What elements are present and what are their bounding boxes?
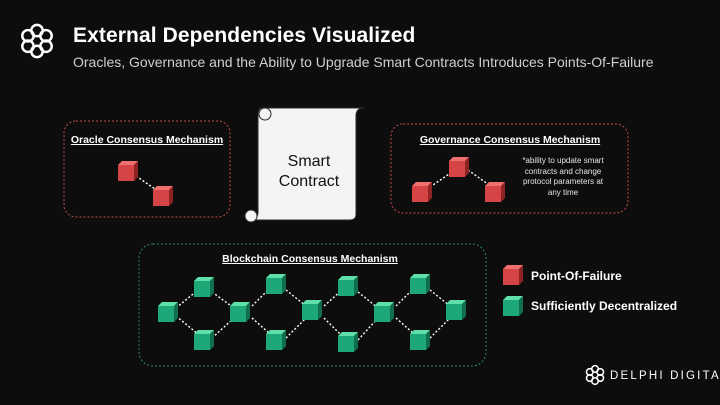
governance-node — [449, 157, 469, 177]
oracle-panel — [63, 120, 231, 218]
governance-node — [485, 182, 505, 202]
blockchain-node — [194, 330, 214, 350]
governance-panel — [390, 123, 629, 214]
blockchain-panel-title: Blockchain Consensus Mechanism — [222, 253, 398, 265]
blockchain-node — [338, 332, 358, 352]
blockchain-node — [338, 276, 358, 296]
oracle-panel-title: Oracle Consensus Mechanism — [70, 134, 224, 146]
blockchain-node — [266, 330, 286, 350]
governance-node — [412, 182, 432, 202]
legend-decentralized-swatch — [503, 296, 523, 316]
blockchain-node — [410, 274, 430, 294]
blockchain-node — [302, 300, 322, 320]
smart-contract-label: Smart Contract — [278, 153, 340, 190]
blockchain-node — [266, 274, 286, 294]
legend-failure-label: Point-Of-Failure — [531, 269, 622, 283]
governance-panel-title: Governance Consensus Mechanism — [419, 134, 601, 146]
blockchain-panel — [138, 243, 487, 367]
blockchain-node — [410, 330, 430, 350]
oracle-node — [118, 161, 138, 181]
smart-contract-scroll — [244, 107, 365, 223]
blockchain-node — [194, 277, 214, 297]
blockchain-node — [158, 302, 178, 322]
page-subtitle: Oracles, Governance and the Ability to U… — [73, 54, 654, 70]
governance-note: *ability to update smart contracts and c… — [522, 156, 604, 197]
blockchain-node — [374, 302, 394, 322]
blockchain-node — [230, 302, 250, 322]
delphi-brand-icon — [585, 364, 605, 386]
legend-failure-swatch — [503, 265, 523, 285]
blockchain-node — [446, 300, 466, 320]
oracle-node — [153, 186, 173, 206]
brand-name: DELPHI DIGITAL — [610, 370, 720, 382]
page-title: External Dependencies Visualized — [73, 24, 416, 47]
legend-decentralized-label: Sufficiently Decentralized — [531, 299, 678, 313]
delphi-logo-icon — [21, 23, 53, 59]
